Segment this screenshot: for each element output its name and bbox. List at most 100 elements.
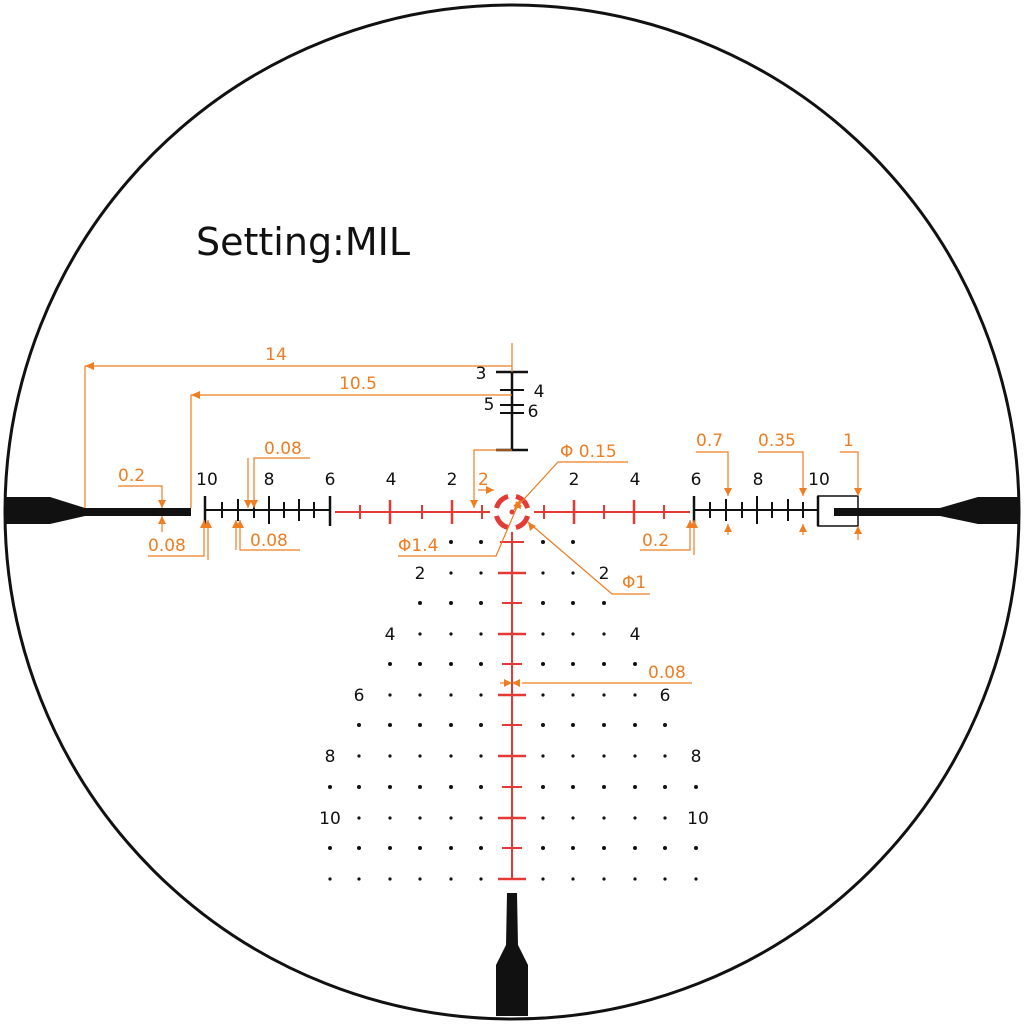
holdover-dot [449,540,453,544]
holdover-label: 8 [325,747,336,767]
holdover-label: 6 [660,686,671,706]
dim-label-0-08-bottom-a: 0.08 [148,536,186,556]
holdover-dot [328,785,332,789]
holdover-dot [571,785,575,789]
holdover-dot [418,816,422,820]
holdover-dot [418,754,422,758]
right-crosshair-line [834,508,940,516]
holdover-label: 10 [687,809,709,829]
right-scale-numbers: 2 4 6 8 10 [569,470,830,490]
holdover-dot [663,754,667,758]
holdover-dot [418,601,422,605]
holdover-dot [479,571,483,575]
holdover-dot [479,877,483,881]
holdover-dot [388,662,392,666]
scale-label: 4 [386,470,397,490]
scale-label: 4 [630,470,641,490]
holdover-dot [388,816,392,820]
holdover-dot [541,540,545,544]
dim-label-1: 1 [843,431,854,451]
holdover-dot [357,846,361,850]
holdover-dot [449,601,453,605]
holdover-dot [541,754,545,758]
holdover-dot [571,662,575,666]
holdover-dot [541,693,545,697]
holdover-numbers-right: 2 4 6 8 10 [599,564,709,829]
holdover-dot [388,754,392,758]
dim-label-0-08-vertical: 0.08 [648,663,686,683]
holdover-dot [571,632,575,636]
dim-label-0-7: 0.7 [696,431,723,451]
holdover-dot [479,816,483,820]
holdover-dot [357,877,361,881]
holdover-dot [479,785,483,789]
holdover-dot [357,754,361,758]
holdover-dot [633,877,637,881]
holdover-dot [602,723,606,727]
dim-label-0-08-bottom-b: 0.08 [250,531,288,551]
holdover-label: 2 [599,564,610,584]
holdover-dot [602,785,606,789]
holdover-dot [663,816,667,820]
holdover-dot [449,754,453,758]
dim-label-10-5: 10.5 [339,374,377,394]
dim-label-0-35: 0.35 [758,431,796,451]
holdover-dot [418,723,422,727]
holdover-dot [388,693,392,697]
holdover-dot [541,632,545,636]
holdover-dot [328,846,332,850]
holdover-dot [571,877,575,881]
holdover-dot [541,877,545,881]
dimension-arrowheads [85,362,862,687]
holdover-label: 4 [385,625,396,645]
dim-label-0-2-right: 0.2 [642,531,669,551]
holdover-dot [541,601,545,605]
holdover-dot [357,723,361,727]
center-aiming-circle [493,493,531,531]
holdover-dot [571,601,575,605]
holdover-dot [449,723,453,727]
holdover-dot [449,571,453,575]
holdover-dot [479,662,483,666]
top-stadia [496,370,528,452]
dimension-labels: 14 10.5 0.2 0.08 0.08 0.08 2 Φ 0.15 Φ1.4… [118,345,854,683]
scale-label: 10 [808,470,830,490]
stadia-label: 4 [534,382,545,402]
holdover-dot [571,571,575,575]
holdover-dot [418,785,422,789]
right-thick-post [940,497,1018,524]
holdover-label: 8 [691,747,702,767]
dim-label-phi-0-15: Φ 0.15 [560,442,617,462]
holdover-dot [479,846,483,850]
holdover-dot [602,754,606,758]
holdover-dot [388,723,392,727]
holdover-dot [357,785,361,789]
dim-label-0-08-top: 0.08 [264,439,302,459]
holdover-dot [571,693,575,697]
left-crosshair-line [85,508,191,516]
holdover-dot [541,785,545,789]
scale-label: 2 [447,470,458,490]
scale-label: 8 [264,470,275,490]
holdover-numbers-left: 2 4 6 8 10 [319,564,425,829]
holdover-dot [602,816,606,820]
holdover-dot [479,693,483,697]
holdover-dot [541,816,545,820]
holdover-dot [541,662,545,666]
holdover-label: 4 [630,625,641,645]
holdover-dot [328,877,332,881]
holdover-dot [418,846,422,850]
holdover-dot [633,816,637,820]
right-fine-scale [692,495,859,527]
holdover-dot [449,846,453,850]
dim-label-2-vertical: 2 [478,470,489,490]
holdover-dot [633,846,637,850]
holdover-dot [663,877,667,881]
holdover-dot [418,877,422,881]
top-stadia-numbers: 3 4 5 6 [476,364,545,422]
holdover-dot [663,723,667,727]
holdover-dot [418,662,422,666]
holdover-dot [571,846,575,850]
holdover-dot [449,816,453,820]
dim-label-0-2-left: 0.2 [118,466,145,486]
